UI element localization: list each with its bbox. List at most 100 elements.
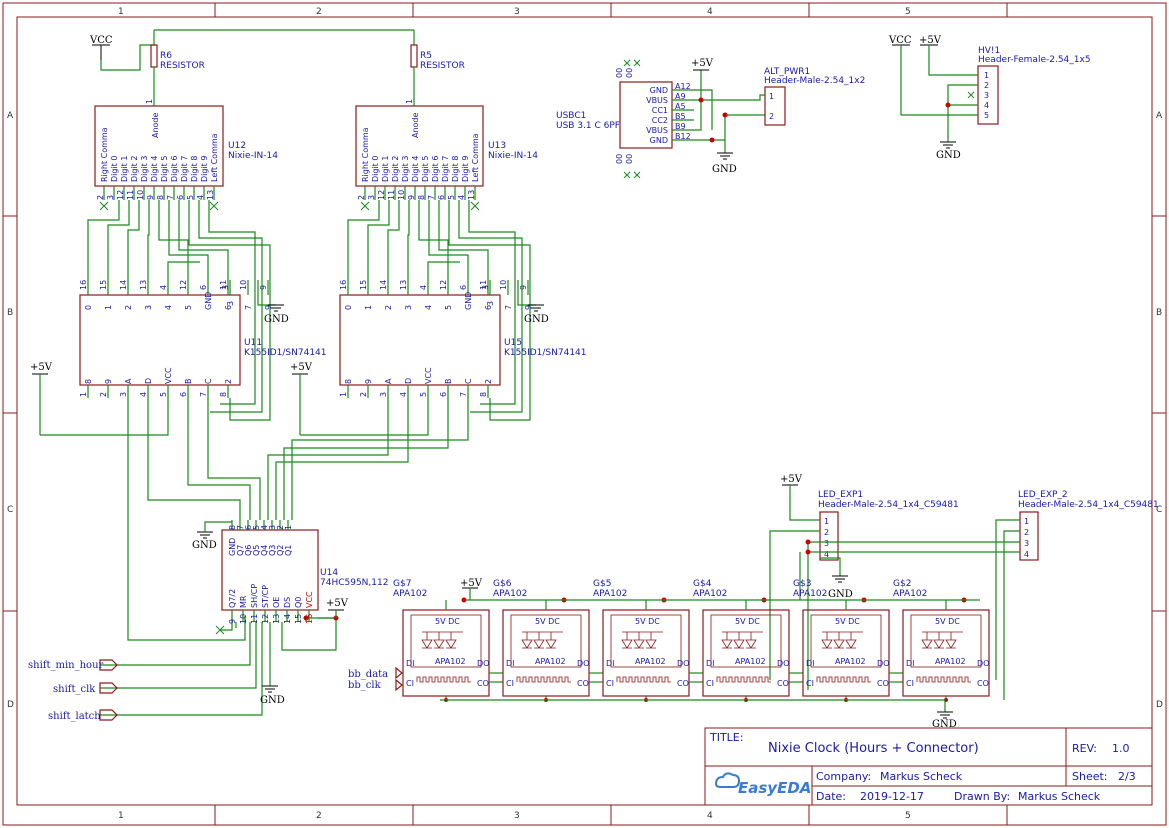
driver-pin-name: 9 — [524, 305, 533, 310]
nixie-pin-name: Digit 5 — [421, 156, 430, 182]
svg-text:APA102: APA102 — [535, 657, 566, 666]
rev-label: REV: — [1072, 742, 1097, 755]
driver-pin-name: 3 — [226, 301, 235, 306]
driver-pin-number: 1 — [339, 392, 348, 397]
u14-pin-number: 15 — [294, 614, 303, 624]
driver-pin-number: 5 — [419, 392, 428, 397]
driver-pin-number: 10 — [239, 280, 248, 290]
net-label-bb-data: bb_data — [348, 666, 403, 680]
u14-pin-name: SH/CP — [250, 584, 259, 608]
col-label-2: 2 — [316, 7, 322, 17]
nixie-pin-name: Digit 0 — [371, 156, 380, 182]
svg-text:4: 4 — [1024, 550, 1029, 559]
driver-pin-name: 4 — [424, 305, 433, 310]
svg-text:+5V: +5V — [290, 362, 313, 373]
nixie-pin-number: 3 — [106, 195, 115, 200]
u14-pin-number: 2 — [276, 525, 285, 530]
driver-pin-number: 4 — [159, 285, 168, 290]
svg-text:APA102: APA102 — [693, 589, 727, 599]
driver-pin-number: 14 — [119, 280, 128, 290]
u14-pin-name: Q6 — [244, 545, 253, 556]
title-text: Nixie Clock (Hours + Connector) — [768, 741, 979, 756]
nixie-pin-name: Digit 1 — [381, 156, 390, 182]
driver-pin-name: 2 — [224, 379, 233, 384]
usb-pin-number: A5 — [675, 102, 686, 111]
driver-pin-number: 11 — [219, 280, 228, 290]
net-label-shift-min-hour: shift_min_hour — [28, 659, 118, 671]
gnd-symbol-usb: GND — [712, 152, 737, 175]
nixie-pin-number: 13 — [206, 190, 215, 200]
row-label-d-r: D — [1156, 700, 1163, 710]
nixie-pin-name: Digit 3 — [401, 156, 410, 182]
svg-text:CI: CI — [706, 679, 714, 688]
driver-pin-name: A — [384, 378, 393, 384]
svg-text:1: 1 — [984, 71, 989, 80]
driver-pin-name: 0 — [84, 305, 93, 310]
driver-pin-number: 13 — [399, 280, 408, 290]
u14-pin-number: 10 — [239, 614, 248, 624]
driver-pin-name: 8 — [344, 379, 353, 384]
u14-pin-number: 14 — [283, 614, 292, 624]
driver-pin-number: 12 — [439, 280, 448, 290]
svg-text:CO: CO — [877, 679, 889, 688]
usb-pin-number: A12 — [675, 82, 691, 91]
svg-text:DI: DI — [906, 659, 915, 668]
svg-text:GND: GND — [828, 589, 853, 600]
svg-text:R6: R6 — [160, 51, 172, 61]
svg-text:GND: GND — [712, 164, 737, 175]
driver-pin-name: 7 — [244, 305, 253, 310]
nixie-pin-name: Digit 9 — [461, 156, 470, 182]
svg-text:Header-Male-2.54_1x4_C59481: Header-Male-2.54_1x4_C59481 — [818, 500, 959, 510]
nixie-pin-name: Digit 1 — [120, 156, 129, 182]
gnd-symbol-ledexp: GND — [828, 575, 853, 600]
driver-pin-name: 9 — [364, 379, 373, 384]
svg-text:00: 00 — [615, 154, 624, 164]
usb-nc-markers: 00 00 00 00 — [615, 59, 641, 179]
driver-pin-number: 6 — [439, 392, 448, 397]
usb-pin-number: A9 — [675, 92, 686, 101]
u14-pin-name: Q5 — [252, 545, 261, 556]
svg-text:Header-Male-2.54_1x2: Header-Male-2.54_1x2 — [764, 76, 865, 86]
svg-text:GND: GND — [264, 314, 289, 325]
svg-text:shift_latch: shift_latch — [48, 711, 101, 722]
svg-text:DO: DO — [477, 659, 489, 668]
driver-pin-number: 4 — [139, 392, 148, 397]
driver-pin-name: 3 — [144, 305, 153, 310]
driver-pin-name: 3 — [404, 305, 413, 310]
col-label-1b: 1 — [118, 811, 124, 821]
no-connect-marker — [99, 201, 109, 211]
driver-pin-number: 8 — [219, 392, 228, 397]
svg-text:3: 3 — [1024, 539, 1029, 548]
driver-pin-name: A — [124, 378, 133, 384]
date-value: 2019-12-17 — [860, 790, 924, 803]
pin-name-anode: Anode — [151, 112, 160, 138]
nixie-pin-number: 11 — [126, 190, 135, 200]
sheet-label: Sheet: — [1072, 770, 1108, 783]
nixie-pin-name: Right Comma — [100, 127, 109, 182]
nixie-pin-name: Digit 0 — [110, 156, 119, 182]
driver-pin-number: 15 — [359, 280, 368, 290]
driver-pin-number: 6 — [179, 392, 188, 397]
u14-pin-number: 6 — [244, 525, 253, 530]
nixie-tube-u12: U12 Nixie-IN-14 — [94, 105, 278, 187]
svg-text:GND: GND — [932, 719, 957, 730]
svg-text:APA102: APA102 — [735, 657, 766, 666]
svg-text:5V DC: 5V DC — [435, 617, 460, 626]
driver-pin-name: B — [444, 379, 453, 385]
svg-text:5V DC: 5V DC — [735, 617, 760, 626]
nixie-pin-number: 12 — [116, 190, 125, 200]
u14-pin-number: 11 — [250, 614, 259, 624]
drawn-value: Markus Scheck — [1018, 790, 1101, 803]
nixie-pin-number: 5 — [186, 195, 195, 200]
svg-text:CO: CO — [577, 679, 589, 688]
vcc-symbol-left: VCC — [89, 35, 113, 60]
alt-power-header: ALT_PWR1 Header-Male-2.54_1x2 1 2 — [764, 67, 865, 126]
nixie-pin-name: Digit 9 — [200, 156, 209, 182]
nixie-pin-name: Digit 4 — [411, 156, 420, 182]
drawn-label: Drawn By: — [954, 790, 1010, 803]
svg-text:1: 1 — [1024, 517, 1029, 526]
u14-pin-name: Q3 — [268, 545, 277, 556]
